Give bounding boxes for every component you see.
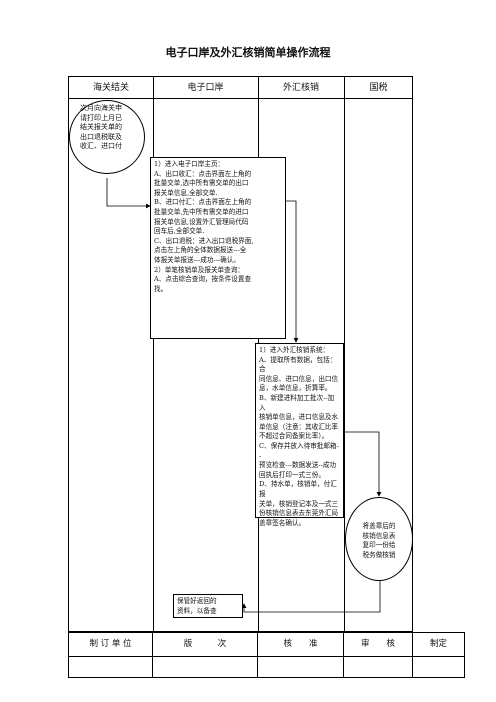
footer-cell-divider	[343, 656, 344, 678]
arrow-eport-to-forex	[285, 200, 299, 343]
arrow-tax-to-archive	[241, 580, 381, 613]
footer-cell-divider	[257, 656, 258, 678]
footer-drafted: 制定	[429, 639, 447, 649]
footer-cell-divider	[152, 656, 153, 678]
approval-table: 制 订 单 位 版 次 核 准 审 核 制定	[68, 632, 465, 678]
lane-divider	[153, 77, 154, 631]
customs-note-circle: 次月向海关申 请打印上月已 结关报关单的 出口退税联及 收汇、进口付	[69, 100, 145, 174]
forex-steps-box: 1）进入外汇核销系统： A、提取所有数据，包括：合 同信息、进口信息，出口信 息…	[255, 343, 344, 527]
footer-review: 审 核	[344, 633, 413, 656]
footer-row-divider	[69, 656, 464, 657]
lane-header-customs: 海关结关	[69, 77, 153, 99]
eport-steps-box: 1）进入电子口岸主页： A、出口收汇：点击界面左上角的 批量交单,选中所有需交单…	[150, 157, 286, 339]
footer-cell-divider	[412, 656, 413, 678]
footer-approve: 核 准	[258, 633, 344, 656]
archive-note-box: 保管好返回的 资料，以备查	[173, 594, 243, 618]
page-title: 电子口岸及外汇核销简单操作流程	[165, 46, 331, 59]
lane-divider	[344, 77, 345, 631]
lane-header-tax: 国税	[344, 77, 413, 99]
footer-unit: 制 订 单 位	[69, 633, 153, 656]
lane-header-forex: 外汇核销	[258, 77, 344, 99]
arrow-forex-to-tax	[344, 431, 382, 497]
lane-header-eport: 电子口岸	[153, 77, 258, 99]
footer-version: 版 次	[153, 633, 258, 656]
tax-note-circle: 将盖章后的 核销信息表 复印一份给 税务做核销	[345, 497, 413, 581]
arrow-customs-to-eport	[106, 178, 151, 209]
